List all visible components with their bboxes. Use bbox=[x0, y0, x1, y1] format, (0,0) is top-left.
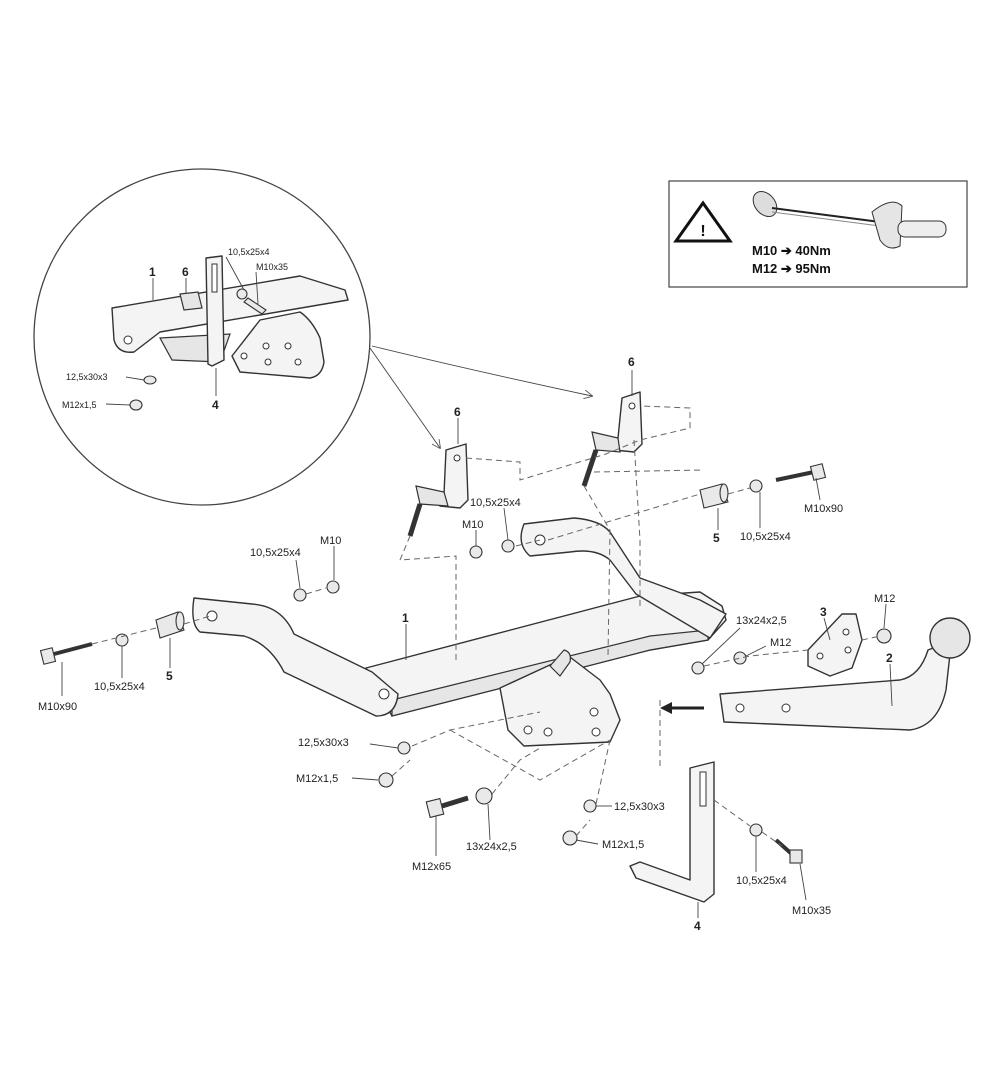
left-side-arm bbox=[192, 597, 399, 717]
label-nut-12a: M12x1,5 bbox=[296, 773, 338, 785]
bracket-6-right bbox=[581, 391, 643, 487]
label-washer-right: 10,5x25x4 bbox=[740, 531, 791, 543]
nut-12-a bbox=[378, 772, 394, 788]
label-p2: 2 bbox=[886, 651, 893, 665]
detail-label-part1: 1 bbox=[149, 265, 156, 279]
bolt-right-m10x90 bbox=[775, 463, 827, 482]
detail-nut bbox=[129, 399, 143, 411]
label-washer-c: 10,5x25x4 bbox=[736, 875, 787, 887]
torque-m12: M12 ➔ 95Nm bbox=[752, 261, 831, 276]
label-nut-m12b: M12 bbox=[874, 593, 895, 605]
leader-lines bbox=[61, 370, 893, 918]
label-washer-12a: 12,5x30x3 bbox=[298, 737, 349, 749]
spacer-left bbox=[155, 611, 185, 639]
label-washer-left: 10,5x25x4 bbox=[94, 681, 145, 693]
detail-plate-6 bbox=[179, 291, 203, 311]
washer-c bbox=[749, 823, 763, 837]
warning-triangle-icon: ! bbox=[673, 200, 733, 243]
label-nut-m12: M12 bbox=[770, 637, 791, 649]
label-p5-right: 5 bbox=[713, 531, 720, 545]
detail-bracket-4 bbox=[205, 255, 225, 367]
nut-b bbox=[469, 545, 483, 559]
assembly-lines bbox=[91, 405, 881, 847]
part-labels: 6 6 10,5x25x4 M10 10,5x25x4 M10 1 M10x90… bbox=[38, 355, 895, 933]
washer-13x24 bbox=[691, 661, 705, 675]
plate-part-3 bbox=[807, 613, 863, 677]
bolt-left-m10x90 bbox=[39, 642, 93, 665]
detail-crossbar bbox=[111, 275, 349, 353]
label-bolt-35: M10x35 bbox=[792, 905, 831, 917]
label-nut-12b: M12x1,5 bbox=[602, 839, 644, 851]
bracket-6-left bbox=[407, 443, 469, 537]
torque-wrench-icon bbox=[752, 190, 947, 249]
washer-13-b bbox=[475, 787, 493, 805]
center-bracket bbox=[499, 649, 621, 747]
nut-a bbox=[326, 580, 340, 594]
detail-label-washer: 10,5x25x4 bbox=[228, 247, 270, 257]
detail-washer bbox=[236, 288, 248, 300]
ball-arm-part-2 bbox=[719, 617, 971, 731]
washer-a bbox=[293, 588, 307, 602]
detail-label-washer2: 12,5x30x3 bbox=[66, 372, 108, 382]
label-washer-12b: 12,5x30x3 bbox=[614, 801, 665, 813]
warning-symbol: ! bbox=[700, 223, 705, 240]
washer-12-b bbox=[583, 799, 597, 813]
nut-12-b bbox=[562, 830, 578, 846]
bracket-part-4 bbox=[629, 761, 715, 903]
torque-m10: M10 ➔ 40Nm bbox=[752, 243, 831, 258]
label-washer-a: 10,5x25x4 bbox=[470, 497, 521, 509]
label-bolt-65: M12x65 bbox=[412, 861, 451, 873]
spacer-right bbox=[699, 483, 729, 509]
washer-right bbox=[749, 479, 763, 493]
label-bolt-right: M10x90 bbox=[804, 503, 843, 515]
bolt-m10x35 bbox=[774, 838, 803, 864]
label-p1: 1 bbox=[402, 611, 409, 625]
label-washer-b: 10,5x25x4 bbox=[250, 547, 301, 559]
nut-m12 bbox=[733, 651, 747, 665]
label-nut-a: M10 bbox=[462, 519, 483, 531]
nut-m12-b bbox=[876, 628, 892, 644]
label-p3: 3 bbox=[820, 605, 827, 619]
label-p5-left: 5 bbox=[166, 669, 173, 683]
label-p6a: 6 bbox=[454, 405, 461, 419]
detail-label-part6: 6 bbox=[182, 265, 189, 279]
detail-washer-2 bbox=[143, 375, 157, 385]
label-p6b: 6 bbox=[628, 355, 635, 369]
detail-view-circle: 1 6 10,5x25x4 M10x35 12,5x30x3 M12x1,5 4 bbox=[33, 168, 371, 506]
label-nut-b: M10 bbox=[320, 535, 341, 547]
detail-arrow-1 bbox=[369, 347, 440, 448]
detail-label-bolt: M10x35 bbox=[256, 262, 288, 272]
bolt-m12x65 bbox=[425, 795, 469, 819]
label-bolt-left: M10x90 bbox=[38, 701, 77, 713]
torque-warning-box: ! M10 ➔ 40Nm M12 ➔ 95Nm bbox=[668, 180, 968, 288]
washer-b bbox=[501, 539, 515, 553]
detail-arrow-2 bbox=[371, 345, 592, 396]
detail-bolt bbox=[243, 297, 267, 315]
washer-12-a bbox=[397, 741, 411, 755]
label-washer-13: 13x24x2,5 bbox=[736, 615, 787, 627]
detail-label-part4: 4 bbox=[212, 398, 219, 412]
detail-label-nut: M12x1,5 bbox=[62, 400, 97, 410]
label-washer-13b: 13x24x2,5 bbox=[466, 841, 517, 853]
label-p4: 4 bbox=[694, 919, 701, 933]
